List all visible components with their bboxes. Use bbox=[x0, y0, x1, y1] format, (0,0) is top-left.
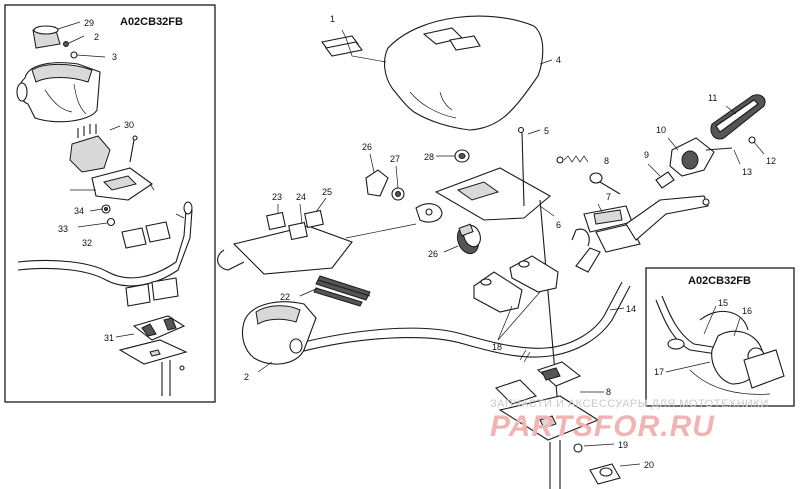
mount-plate bbox=[415, 126, 561, 431]
callout-29: 29 bbox=[84, 18, 94, 28]
connector-part bbox=[69, 124, 138, 173]
callout-9: 9 bbox=[644, 150, 649, 160]
callout-28: 28 bbox=[424, 152, 434, 162]
callout-2-throttle: 2 bbox=[244, 372, 249, 382]
callout-14: 14 bbox=[626, 304, 636, 314]
switch-housing bbox=[217, 197, 353, 275]
callout-15: 15 bbox=[718, 298, 728, 308]
callout-25: 25 bbox=[322, 187, 332, 197]
callout-19: 19 bbox=[618, 440, 628, 450]
brake-master-cylinder bbox=[556, 155, 710, 253]
callout-22: 22 bbox=[280, 292, 290, 302]
mount-bracket bbox=[70, 167, 155, 201]
callout-11: 11 bbox=[708, 93, 717, 103]
callout-23: 23 bbox=[272, 192, 282, 202]
left-inset-frame bbox=[4, 4, 216, 403]
callout-5: 5 bbox=[544, 126, 549, 136]
callout-7: 7 bbox=[606, 192, 611, 202]
callout-2: 2 bbox=[94, 32, 99, 42]
callout-13: 13 bbox=[742, 167, 752, 177]
callout-32: 32 bbox=[82, 238, 92, 248]
callout-6: 6 bbox=[556, 220, 561, 230]
handlebar-main bbox=[295, 228, 631, 363]
callout-3: 3 bbox=[112, 52, 117, 62]
throttle-assembly-main bbox=[241, 301, 317, 373]
callout-20: 20 bbox=[644, 460, 654, 470]
callout-17: 17 bbox=[654, 367, 664, 377]
top-cover bbox=[383, 15, 553, 131]
key-switch bbox=[443, 223, 481, 255]
clamp-blocks bbox=[473, 255, 559, 341]
watermark-caption: ЗАПЧАСТИ И АКСЕССУАРЫ ДЛЯ МОТОТЕХНИКИ bbox=[490, 398, 769, 410]
callout-10: 10 bbox=[656, 125, 666, 135]
callout-26-key: 26 bbox=[428, 249, 438, 259]
wire-strip bbox=[299, 223, 417, 307]
callout-30: 30 bbox=[124, 120, 134, 130]
callout-12: 12 bbox=[766, 156, 776, 166]
pad-parts bbox=[321, 29, 387, 63]
callout-16: 16 bbox=[742, 306, 752, 316]
callout-31: 31 bbox=[104, 333, 114, 343]
callout-27: 27 bbox=[390, 154, 400, 164]
watermark: ЗАПЧАСТИ И АКСЕССУАРЫ ДЛЯ МОТОТЕХНИКИ PA… bbox=[490, 398, 769, 443]
callout-18: 18 bbox=[492, 342, 502, 352]
callout-24: 24 bbox=[296, 192, 306, 202]
right-inset-code: A02CB32FB bbox=[688, 275, 751, 287]
callout-1: 1 bbox=[330, 14, 335, 24]
callout-4: 4 bbox=[556, 55, 561, 65]
callout-26-top: 26 bbox=[362, 142, 372, 152]
callout-8: 8 bbox=[604, 156, 609, 166]
bar-cap-plate bbox=[115, 315, 188, 396]
switch-26 bbox=[365, 153, 405, 201]
left-inset: A02CB32FB bbox=[4, 4, 216, 403]
watermark-brand: PARTSFOR.RU bbox=[490, 410, 715, 443]
callout-8-riser: 8 bbox=[606, 387, 611, 397]
throttle-housing-left bbox=[16, 62, 101, 123]
grip-assembly bbox=[647, 94, 766, 189]
handlebar-left-inset bbox=[17, 201, 193, 287]
callout-34: 34 bbox=[74, 206, 84, 216]
left-inset-code: A02CB32FB bbox=[120, 16, 183, 28]
callout-33: 33 bbox=[58, 224, 68, 234]
right-inset: A02CB32FB bbox=[645, 267, 795, 407]
bar-riser bbox=[494, 361, 641, 489]
cap-part bbox=[32, 21, 81, 49]
callouts-main: 1 4 5 6 7 8 9 10 11 12 13 14 15 16 17 18… bbox=[244, 14, 776, 470]
